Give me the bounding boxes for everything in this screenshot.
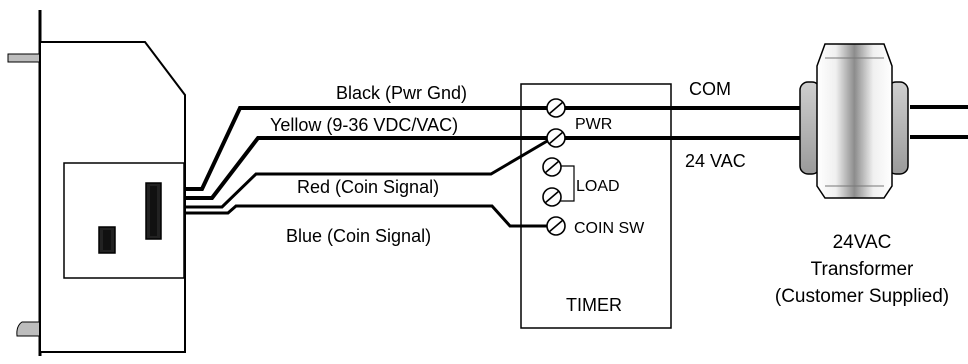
terminal-label-coin-sw: COIN SW [574, 220, 645, 237]
transformer-icon [799, 43, 909, 199]
outlet-faceplate [63, 162, 185, 279]
screw-terminal-icon [546, 98, 566, 118]
screw-terminal-icon [546, 216, 566, 236]
wire-label-black: Black (Pwr Gnd) [336, 83, 467, 103]
vac-label: 24 VAC [685, 151, 746, 171]
timer-box [520, 83, 672, 329]
transformer-caption-line2: Transformer [811, 259, 914, 280]
mounting-peg-top [7, 53, 41, 63]
wire-blue [185, 204, 556, 228]
timer-title: TIMER [566, 295, 622, 315]
screw-terminal-icon [542, 157, 562, 177]
terminal-label-load: LOAD [576, 178, 620, 195]
transformer-caption-line1: 24VAC [833, 232, 892, 253]
transformer-caption-line3: (Customer Supplied) [775, 286, 949, 307]
wire-label-yellow: Yellow (9-36 VDC/VAC) [270, 115, 458, 135]
load-jumper [560, 165, 575, 202]
wire-label-blue: Blue (Coin Signal) [286, 226, 431, 246]
wire-yellow [185, 136, 556, 200]
mounting-peg-bottom [16, 321, 41, 337]
terminal-label-pwr: PWR [575, 116, 612, 133]
screw-terminal-icon [542, 187, 562, 207]
wire-red [185, 135, 555, 209]
screw-terminal-icon [546, 128, 566, 148]
socket-icon [98, 182, 162, 254]
wire-label-red: Red (Coin Signal) [297, 177, 439, 197]
wire-black [185, 106, 556, 191]
com-label: COM [689, 79, 731, 99]
